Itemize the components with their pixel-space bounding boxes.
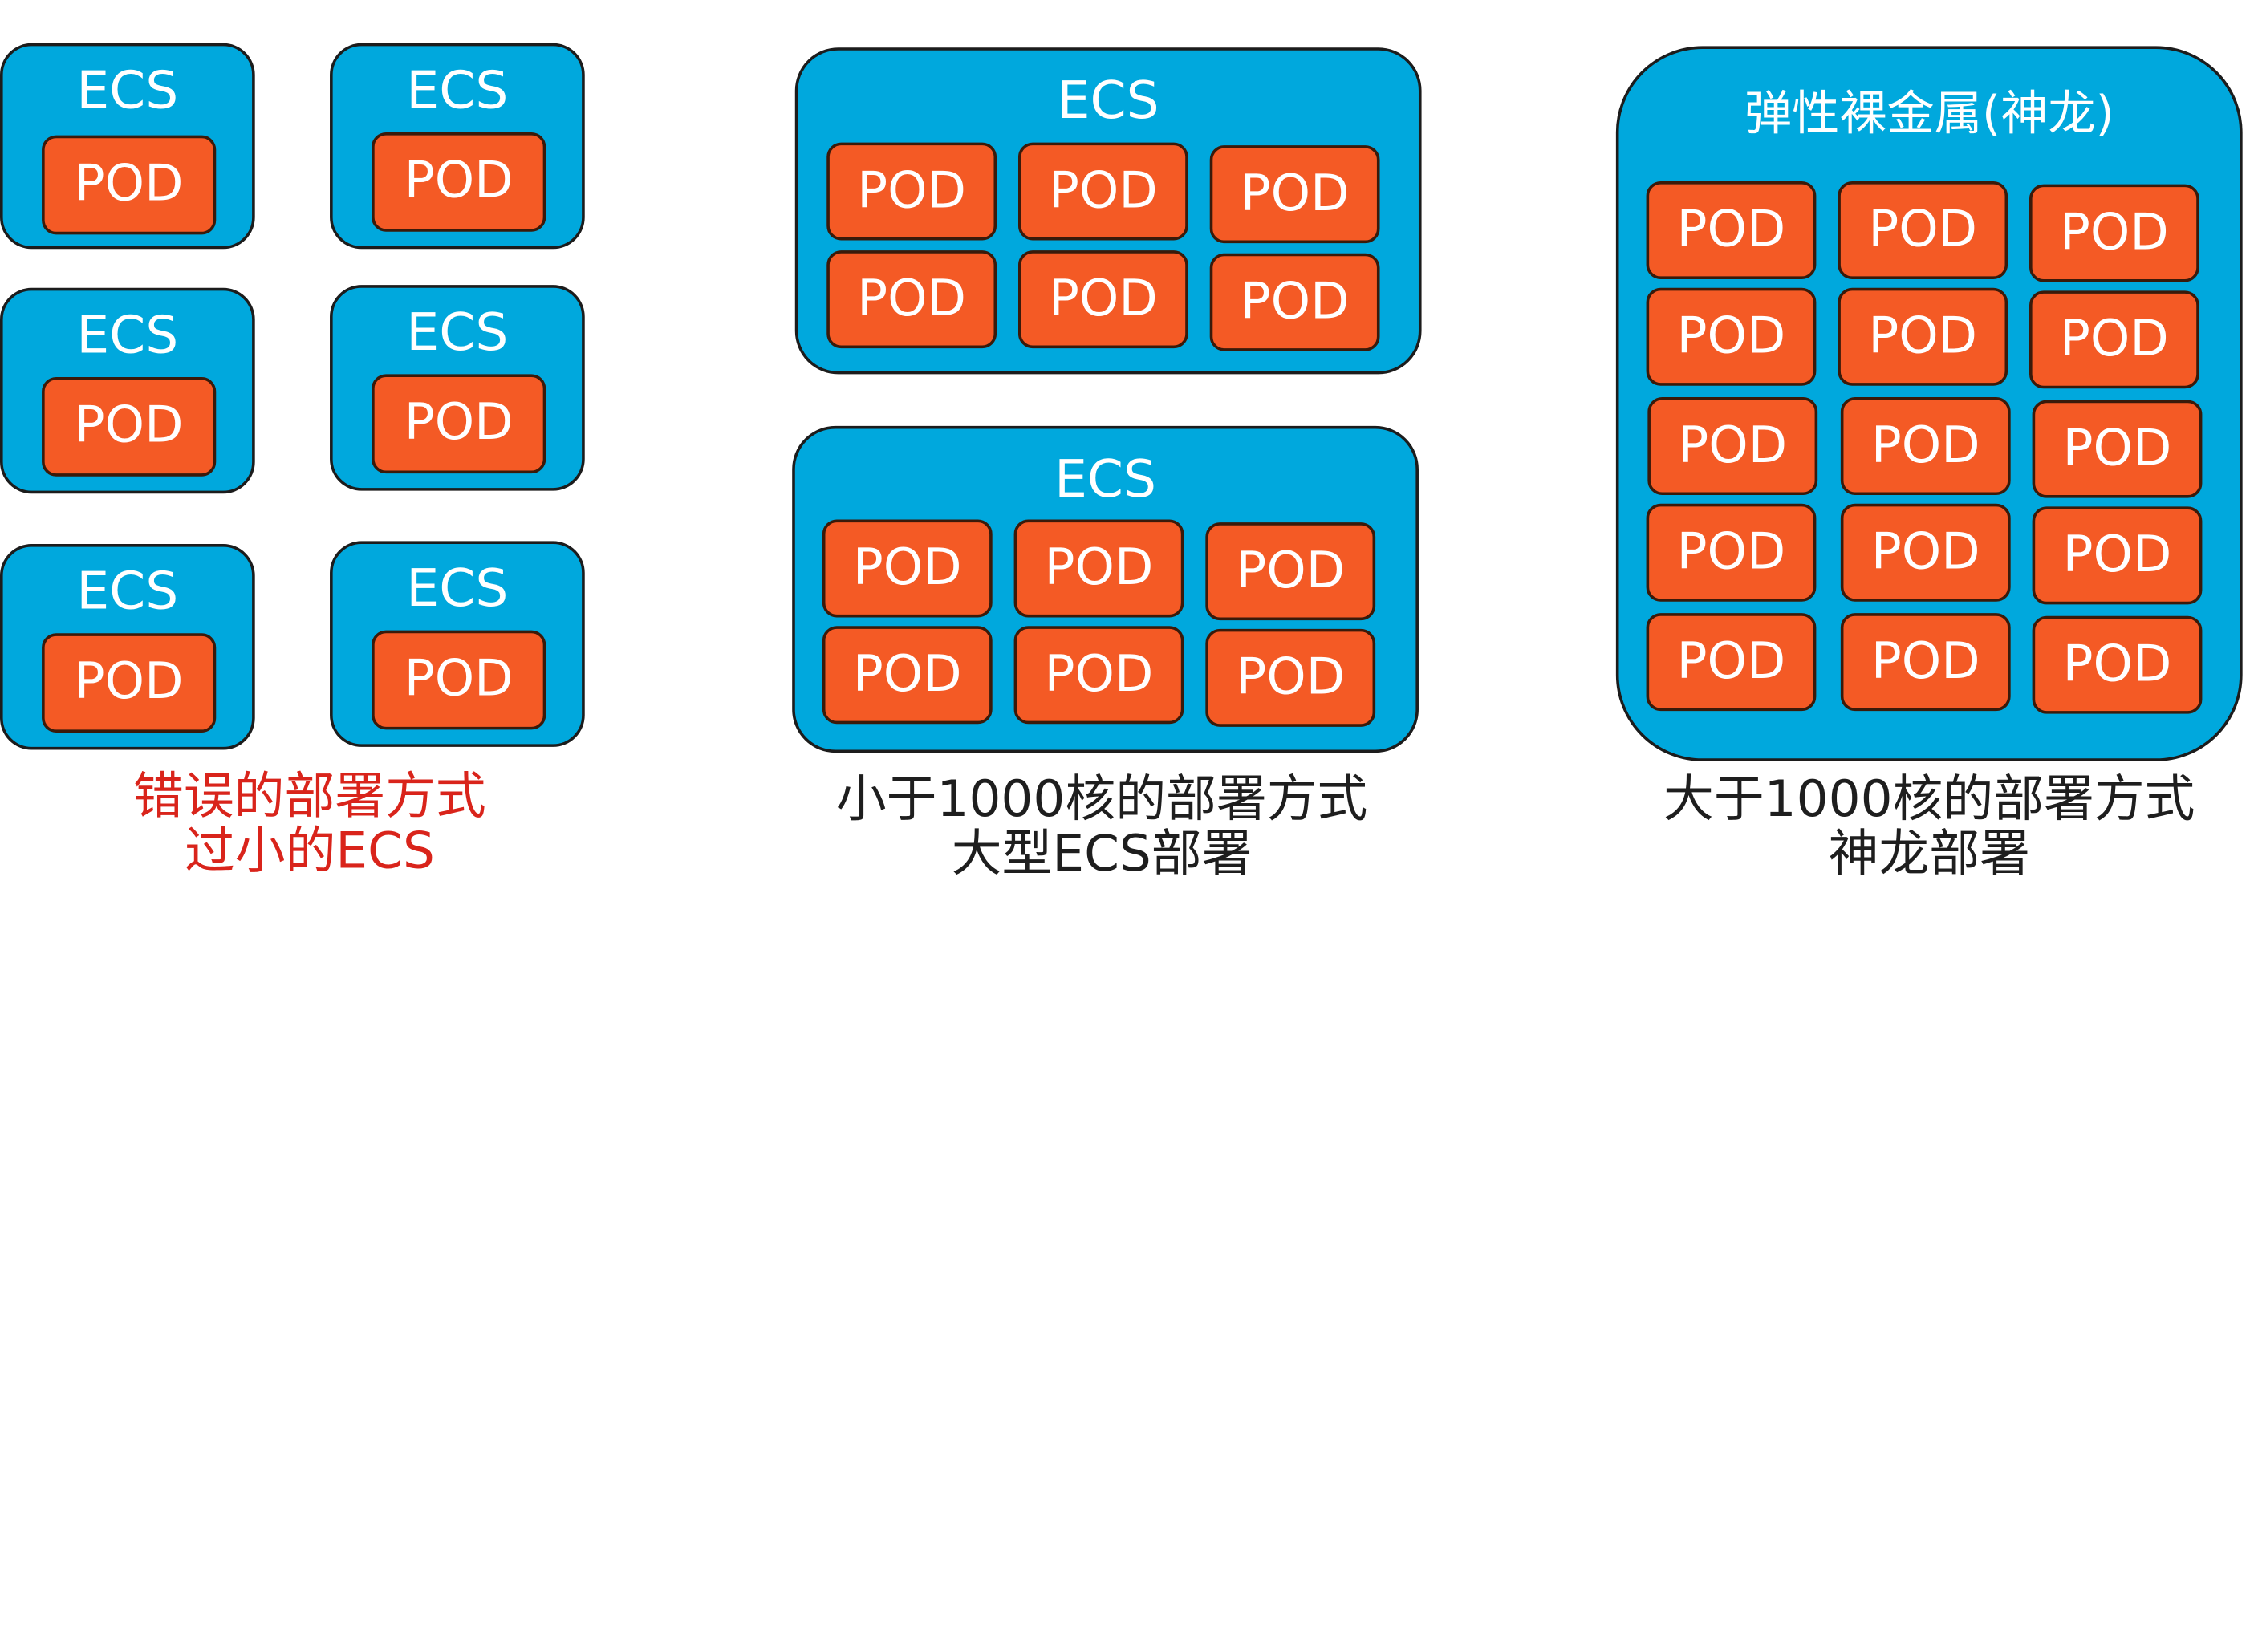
pod-box: POD xyxy=(1840,613,2011,712)
large-ecs-box-2: ECS POD POD POD POD POD POD xyxy=(792,425,1419,753)
small-ecs-box-2: ECS POD xyxy=(330,43,585,250)
pod-box: POD xyxy=(372,630,546,730)
caption-right: 大于1000核的部署方式 神龙部署 xyxy=(1616,773,2243,882)
pod-box: POD xyxy=(2032,506,2203,605)
ecs-label: ECS xyxy=(76,62,179,121)
ecs-label: ECS xyxy=(406,62,509,121)
pod-box: POD xyxy=(1205,522,1376,621)
pod-box: POD xyxy=(1646,503,1817,602)
pod-box: POD xyxy=(826,250,997,349)
pod-box: POD xyxy=(1017,250,1188,349)
ecs-label: ECS xyxy=(76,562,179,622)
pod-box: POD xyxy=(42,633,217,733)
pod-box: POD xyxy=(1017,142,1188,241)
small-ecs-box-4: ECS POD xyxy=(330,285,585,491)
caption-right-line-2: 神龙部署 xyxy=(1828,826,2030,884)
pod-box: POD xyxy=(1646,181,1817,279)
caption-left: 错误的部署方式 过小的ECS xyxy=(0,770,619,879)
caption-middle-line-1: 小于1000核的部署方式 xyxy=(835,771,1368,830)
pod-box: POD xyxy=(1646,287,1817,386)
large-ecs-box-1: ECS POD POD POD POD POD POD xyxy=(794,47,1422,375)
bare-metal-label: 弹性裸金属(神龙) xyxy=(1744,84,2114,141)
caption-middle: 小于1000核的部署方式 大型ECS部署 xyxy=(785,773,1419,882)
ecs-label: ECS xyxy=(76,306,179,366)
pod-box: POD xyxy=(1209,253,1380,351)
pod-box: POD xyxy=(42,376,217,477)
small-ecs-box-5: ECS POD xyxy=(0,544,255,750)
pod-box: POD xyxy=(2029,184,2199,282)
pod-box: POD xyxy=(1838,181,2008,279)
pod-box: POD xyxy=(1205,628,1376,727)
bare-metal-box: 弹性裸金属(神龙) POD POD POD POD POD POD POD PO… xyxy=(1615,46,2243,761)
pod-box: POD xyxy=(372,132,546,232)
pod-box: POD xyxy=(822,626,993,725)
pod-box: POD xyxy=(1840,397,2011,496)
pod-box: POD xyxy=(372,374,546,474)
ecs-label: ECS xyxy=(1057,71,1159,132)
ecs-label: ECS xyxy=(406,303,509,363)
small-ecs-box-6: ECS POD xyxy=(330,541,585,747)
pod-box: POD xyxy=(2029,290,2199,389)
pod-box: POD xyxy=(1647,397,1818,496)
ecs-label: ECS xyxy=(406,559,509,619)
pod-box: POD xyxy=(1013,626,1184,725)
pod-box: POD xyxy=(1838,287,2008,386)
pod-box: POD xyxy=(42,135,217,235)
small-ecs-box-3: ECS POD xyxy=(0,287,255,494)
pod-box: POD xyxy=(1209,145,1380,244)
caption-left-line-1: 错误的部署方式 xyxy=(133,768,486,826)
pod-box: POD xyxy=(1840,503,2011,602)
caption-middle-line-2: 大型ECS部署 xyxy=(951,826,1253,884)
pod-box: POD xyxy=(2032,615,2203,714)
small-ecs-box-1: ECS POD xyxy=(0,43,255,250)
pod-box: POD xyxy=(2032,400,2203,498)
pod-box: POD xyxy=(826,142,997,241)
ecs-label: ECS xyxy=(1054,450,1157,509)
pod-box: POD xyxy=(822,519,993,618)
pod-box: POD xyxy=(1646,613,1817,712)
caption-left-line-2: 过小的ECS xyxy=(184,822,435,881)
caption-right-line-1: 大于1000核的部署方式 xyxy=(1663,771,2195,830)
pod-box: POD xyxy=(1013,519,1184,618)
